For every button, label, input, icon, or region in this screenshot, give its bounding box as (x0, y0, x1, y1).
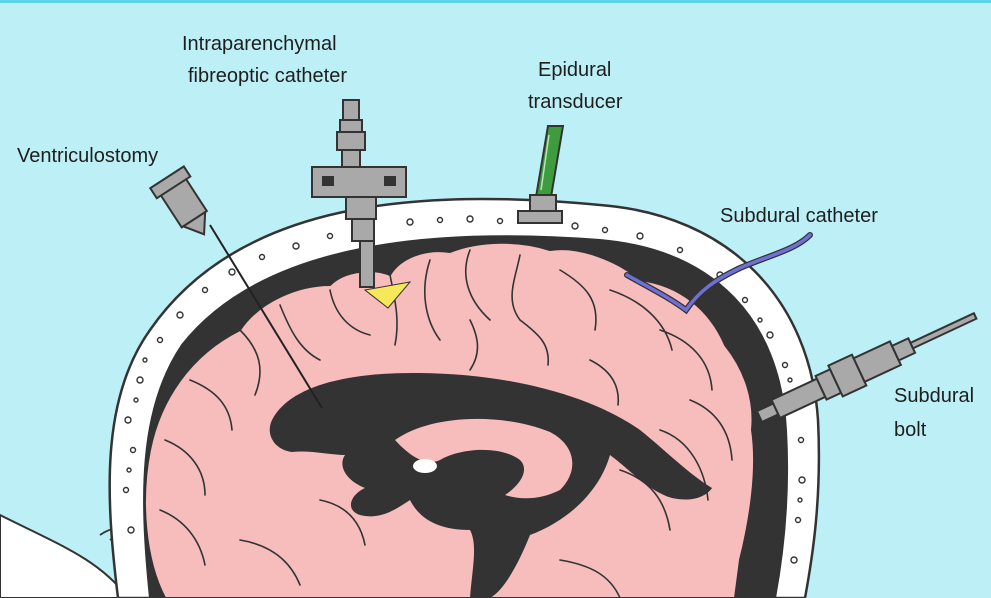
label-intraparenchymal-line2: fibreoptic catheter (188, 65, 347, 87)
label-intraparenchymal-line1: Intraparenchymal (182, 33, 337, 55)
label-subdural-catheter: Subdural catheter (720, 205, 878, 227)
label-epidural-line2: transducer (528, 91, 623, 113)
label-epidural-line1: Epidural (538, 59, 611, 81)
label-subdural-bolt-line1: Subdural (894, 385, 974, 407)
third-ventricle-spot (413, 459, 437, 473)
top-rule (0, 0, 991, 3)
label-ventriculostomy: Ventriculostomy (17, 145, 158, 167)
label-subdural-bolt-line2: bolt (894, 419, 927, 441)
